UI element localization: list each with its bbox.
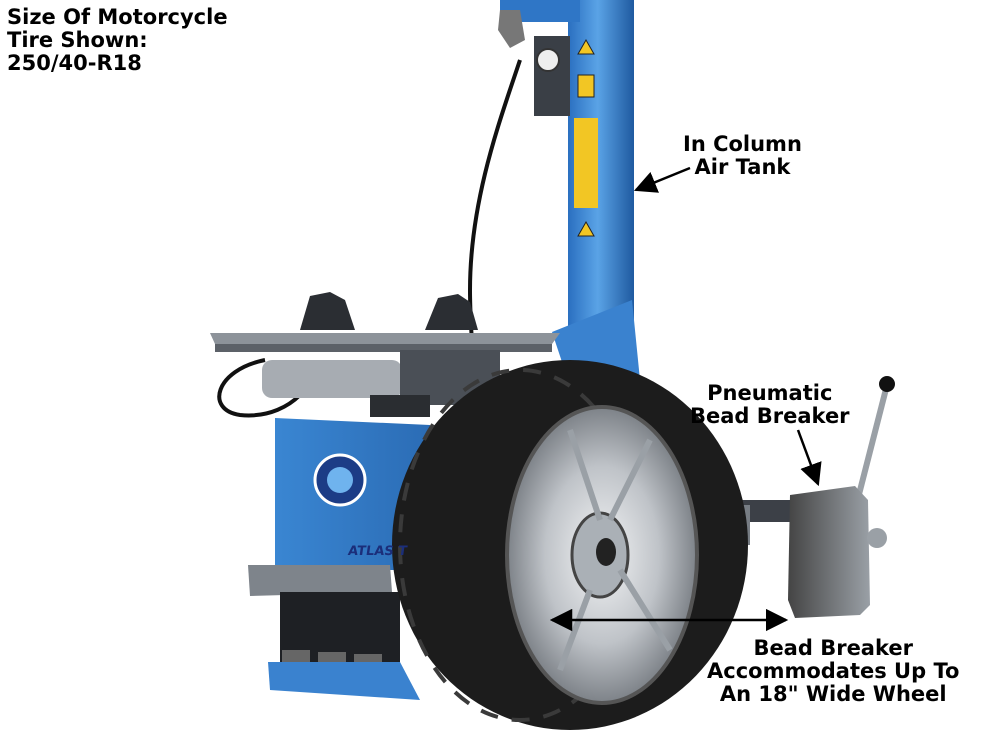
clamp-jaw-right bbox=[425, 294, 478, 330]
caption-line: Bead Breaker bbox=[690, 404, 850, 428]
wide-wheel-caption: Bead Breaker Accommodates Up To An 18" W… bbox=[707, 637, 959, 706]
inflation-fitting bbox=[498, 10, 525, 48]
caption-line: In Column bbox=[683, 132, 802, 156]
warning-triangle-icon-2 bbox=[577, 220, 595, 237]
clamp-jaw-left bbox=[300, 292, 355, 330]
caption-line: Bead Breaker bbox=[753, 636, 913, 660]
air-tank-caption: In Column Air Tank bbox=[683, 133, 802, 179]
caption-line: Pneumatic bbox=[707, 381, 833, 405]
pedal-deck bbox=[248, 565, 392, 596]
pneumatic-bead-breaker-caption: Pneumatic Bead Breaker bbox=[690, 382, 850, 428]
lever-knob bbox=[879, 376, 895, 392]
warning-triangle-icon bbox=[577, 38, 595, 55]
rim-spoke-1 bbox=[567, 429, 603, 521]
axle-cap bbox=[596, 538, 616, 566]
bead-breaker-lever bbox=[852, 384, 890, 511]
column-warning-label bbox=[574, 118, 598, 208]
caption-line: Accommodates Up To bbox=[707, 659, 960, 683]
turntable-edge bbox=[215, 344, 552, 352]
foot-pedal-2 bbox=[318, 652, 346, 664]
side-hose bbox=[217, 358, 302, 418]
tire-size-caption: Size Of Motorcycle Tire Shown: 250/40-R1… bbox=[7, 6, 228, 75]
regulator-body bbox=[534, 36, 570, 116]
warning-sticker bbox=[577, 74, 595, 98]
caption-line: Size Of Motorcycle bbox=[7, 5, 228, 29]
bead-breaker-pad bbox=[788, 486, 870, 618]
cabinet-top bbox=[370, 395, 430, 417]
bead-breaker-arrow bbox=[796, 429, 822, 487]
base-frame bbox=[268, 662, 420, 700]
foot-pedal-1 bbox=[282, 650, 310, 662]
caption-line: Air Tank bbox=[694, 155, 791, 179]
pressure-gauge bbox=[536, 48, 560, 72]
pneumatic-cylinder bbox=[262, 360, 402, 398]
rim-spoke-2 bbox=[607, 438, 653, 522]
caption-line: 250/40-R18 bbox=[7, 51, 142, 75]
air-hose bbox=[467, 59, 522, 381]
machine-brand-text: ATLAS T bbox=[346, 544, 409, 559]
pad-pivot bbox=[867, 528, 887, 548]
caption-line: An 18" Wide Wheel bbox=[719, 682, 947, 706]
turntable-plate bbox=[210, 333, 560, 344]
atlas-logo-globe bbox=[327, 467, 353, 493]
air-tank-arrow bbox=[633, 166, 691, 193]
caption-line: Tire Shown: bbox=[7, 28, 148, 52]
column-bracket bbox=[552, 300, 640, 380]
